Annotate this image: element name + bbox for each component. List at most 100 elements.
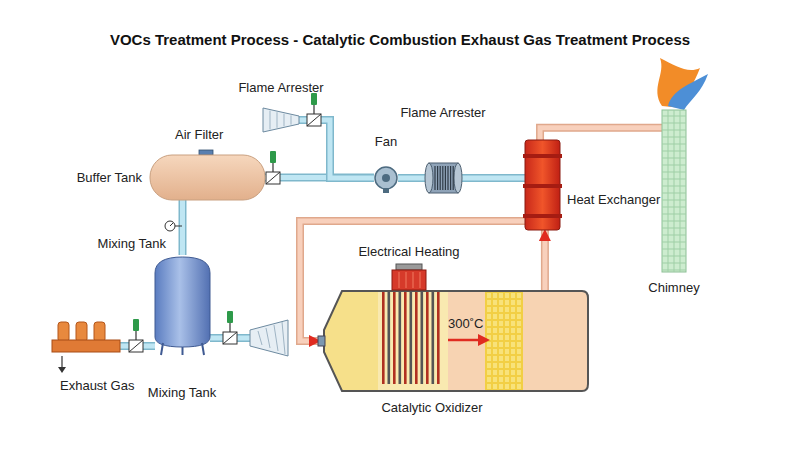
pipe-outline	[299, 120, 374, 178]
honeycomb-cell	[493, 370, 497, 375]
section	[378, 290, 448, 392]
heater-rod	[410, 290, 413, 384]
honeycomb-cell	[505, 377, 509, 382]
honeycomb-cell	[487, 293, 491, 298]
honeycomb-cell	[493, 363, 497, 368]
honeycomb-cell	[487, 328, 491, 333]
gauge	[170, 223, 173, 226]
flow-arrow	[61, 356, 62, 368]
heater-stripe	[406, 272, 407, 288]
section	[320, 290, 590, 392]
air-filter	[199, 150, 213, 155]
honeycomb-cell	[517, 370, 521, 375]
mixing-tank-shape	[155, 255, 210, 355]
filter-hatch	[291, 115, 292, 124]
heater-rod	[388, 290, 391, 384]
honeycomb-cell	[511, 342, 515, 347]
valve	[129, 319, 143, 352]
fan-hub	[382, 174, 390, 182]
honeycomb-cell	[505, 321, 509, 326]
honeycomb-cell	[493, 335, 497, 340]
pipe-core	[180, 200, 185, 255]
node-label: Fan	[375, 134, 397, 149]
honeycomb-cell	[487, 307, 491, 312]
honeycomb-cell	[511, 377, 515, 382]
honeycomb-cell	[511, 370, 515, 375]
electrical-heater: Electrical Heating	[392, 264, 426, 290]
exhaust-inlet	[76, 322, 87, 342]
valve	[307, 93, 321, 126]
honeycomb-cell	[505, 307, 509, 312]
honeycomb-cell	[517, 377, 521, 382]
pipe-connector	[299, 120, 374, 178]
pipe-outline	[462, 174, 525, 182]
honeycomb-cell	[517, 300, 521, 305]
arrester-element	[453, 166, 454, 190]
fan-shape	[374, 166, 398, 190]
honeycomb-cell	[493, 300, 497, 305]
honeycomb-cell	[487, 384, 491, 389]
chimney: Chimney	[662, 110, 686, 272]
heater-rod	[437, 290, 440, 384]
honeycomb-cell	[499, 321, 503, 326]
honeycomb-cell	[487, 321, 491, 326]
heater-rod	[393, 290, 396, 384]
honeycomb-cell	[517, 356, 521, 361]
node-label: Chimney	[648, 280, 699, 295]
temperature-label: 300˚C	[448, 316, 483, 331]
honeycomb-cell	[487, 314, 491, 319]
oxidizer-sections	[320, 290, 590, 392]
filter-hatch	[258, 322, 285, 354]
honeycomb-cell	[493, 328, 497, 333]
honeycomb-cell	[487, 342, 491, 347]
exchanger-flange	[523, 154, 562, 158]
arrester-element	[442, 166, 443, 190]
honeycomb-cell	[499, 328, 503, 333]
heater-rod	[399, 290, 402, 384]
honeycomb-cell	[511, 293, 515, 298]
tank-body	[150, 155, 265, 200]
pipe-outline	[398, 174, 425, 182]
honeycomb-cell	[505, 356, 509, 361]
mixing-tank: Mixing Tank	[155, 255, 210, 355]
exhaust-manifold	[52, 340, 120, 352]
exhaust-manifold-shape	[52, 340, 120, 352]
tank-leg	[202, 343, 204, 355]
heat-exchanger-shape	[525, 140, 560, 230]
arrester-end	[454, 163, 462, 193]
pipe-core	[542, 230, 547, 290]
flame-arrester: Flame Arrester	[425, 163, 462, 193]
honeycomb-cell	[505, 363, 509, 368]
honeycomb-cell	[505, 314, 509, 319]
honeycomb-cell	[499, 349, 503, 354]
exhaust-inlet	[58, 322, 69, 342]
honeycomb-cell	[505, 328, 509, 333]
valve	[223, 311, 237, 344]
honeycomb-cell	[493, 349, 497, 354]
honeycomb-cell	[511, 384, 515, 389]
honeycomb-cell	[517, 321, 521, 326]
pipe-core	[398, 176, 425, 181]
pipe-connector	[462, 178, 525, 179]
tank-leg	[182, 347, 184, 355]
honeycomb-cell	[499, 377, 503, 382]
inlet-nozzle	[318, 336, 325, 346]
honeycomb-cell	[493, 307, 497, 312]
catalyst-bed	[485, 290, 523, 392]
honeycomb-cell	[499, 370, 503, 375]
honeycomb-cell	[499, 307, 503, 312]
arrester-element	[445, 166, 446, 190]
honeycomb-cell	[487, 356, 491, 361]
honeycomb-cell	[517, 349, 521, 354]
flame-arrester-shape	[263, 108, 299, 132]
node-label: Flame Arrester	[238, 80, 323, 95]
honeycomb-cell	[517, 307, 521, 312]
honeycomb-cell	[493, 342, 497, 347]
honeycomb-cell	[505, 293, 509, 298]
flame	[668, 74, 708, 110]
pipe-connector	[398, 178, 425, 179]
chimney-stack	[662, 110, 686, 272]
diagram-title: VOCs Treatment Process - Catalytic Combu…	[0, 31, 800, 48]
heater-rod	[421, 290, 424, 384]
